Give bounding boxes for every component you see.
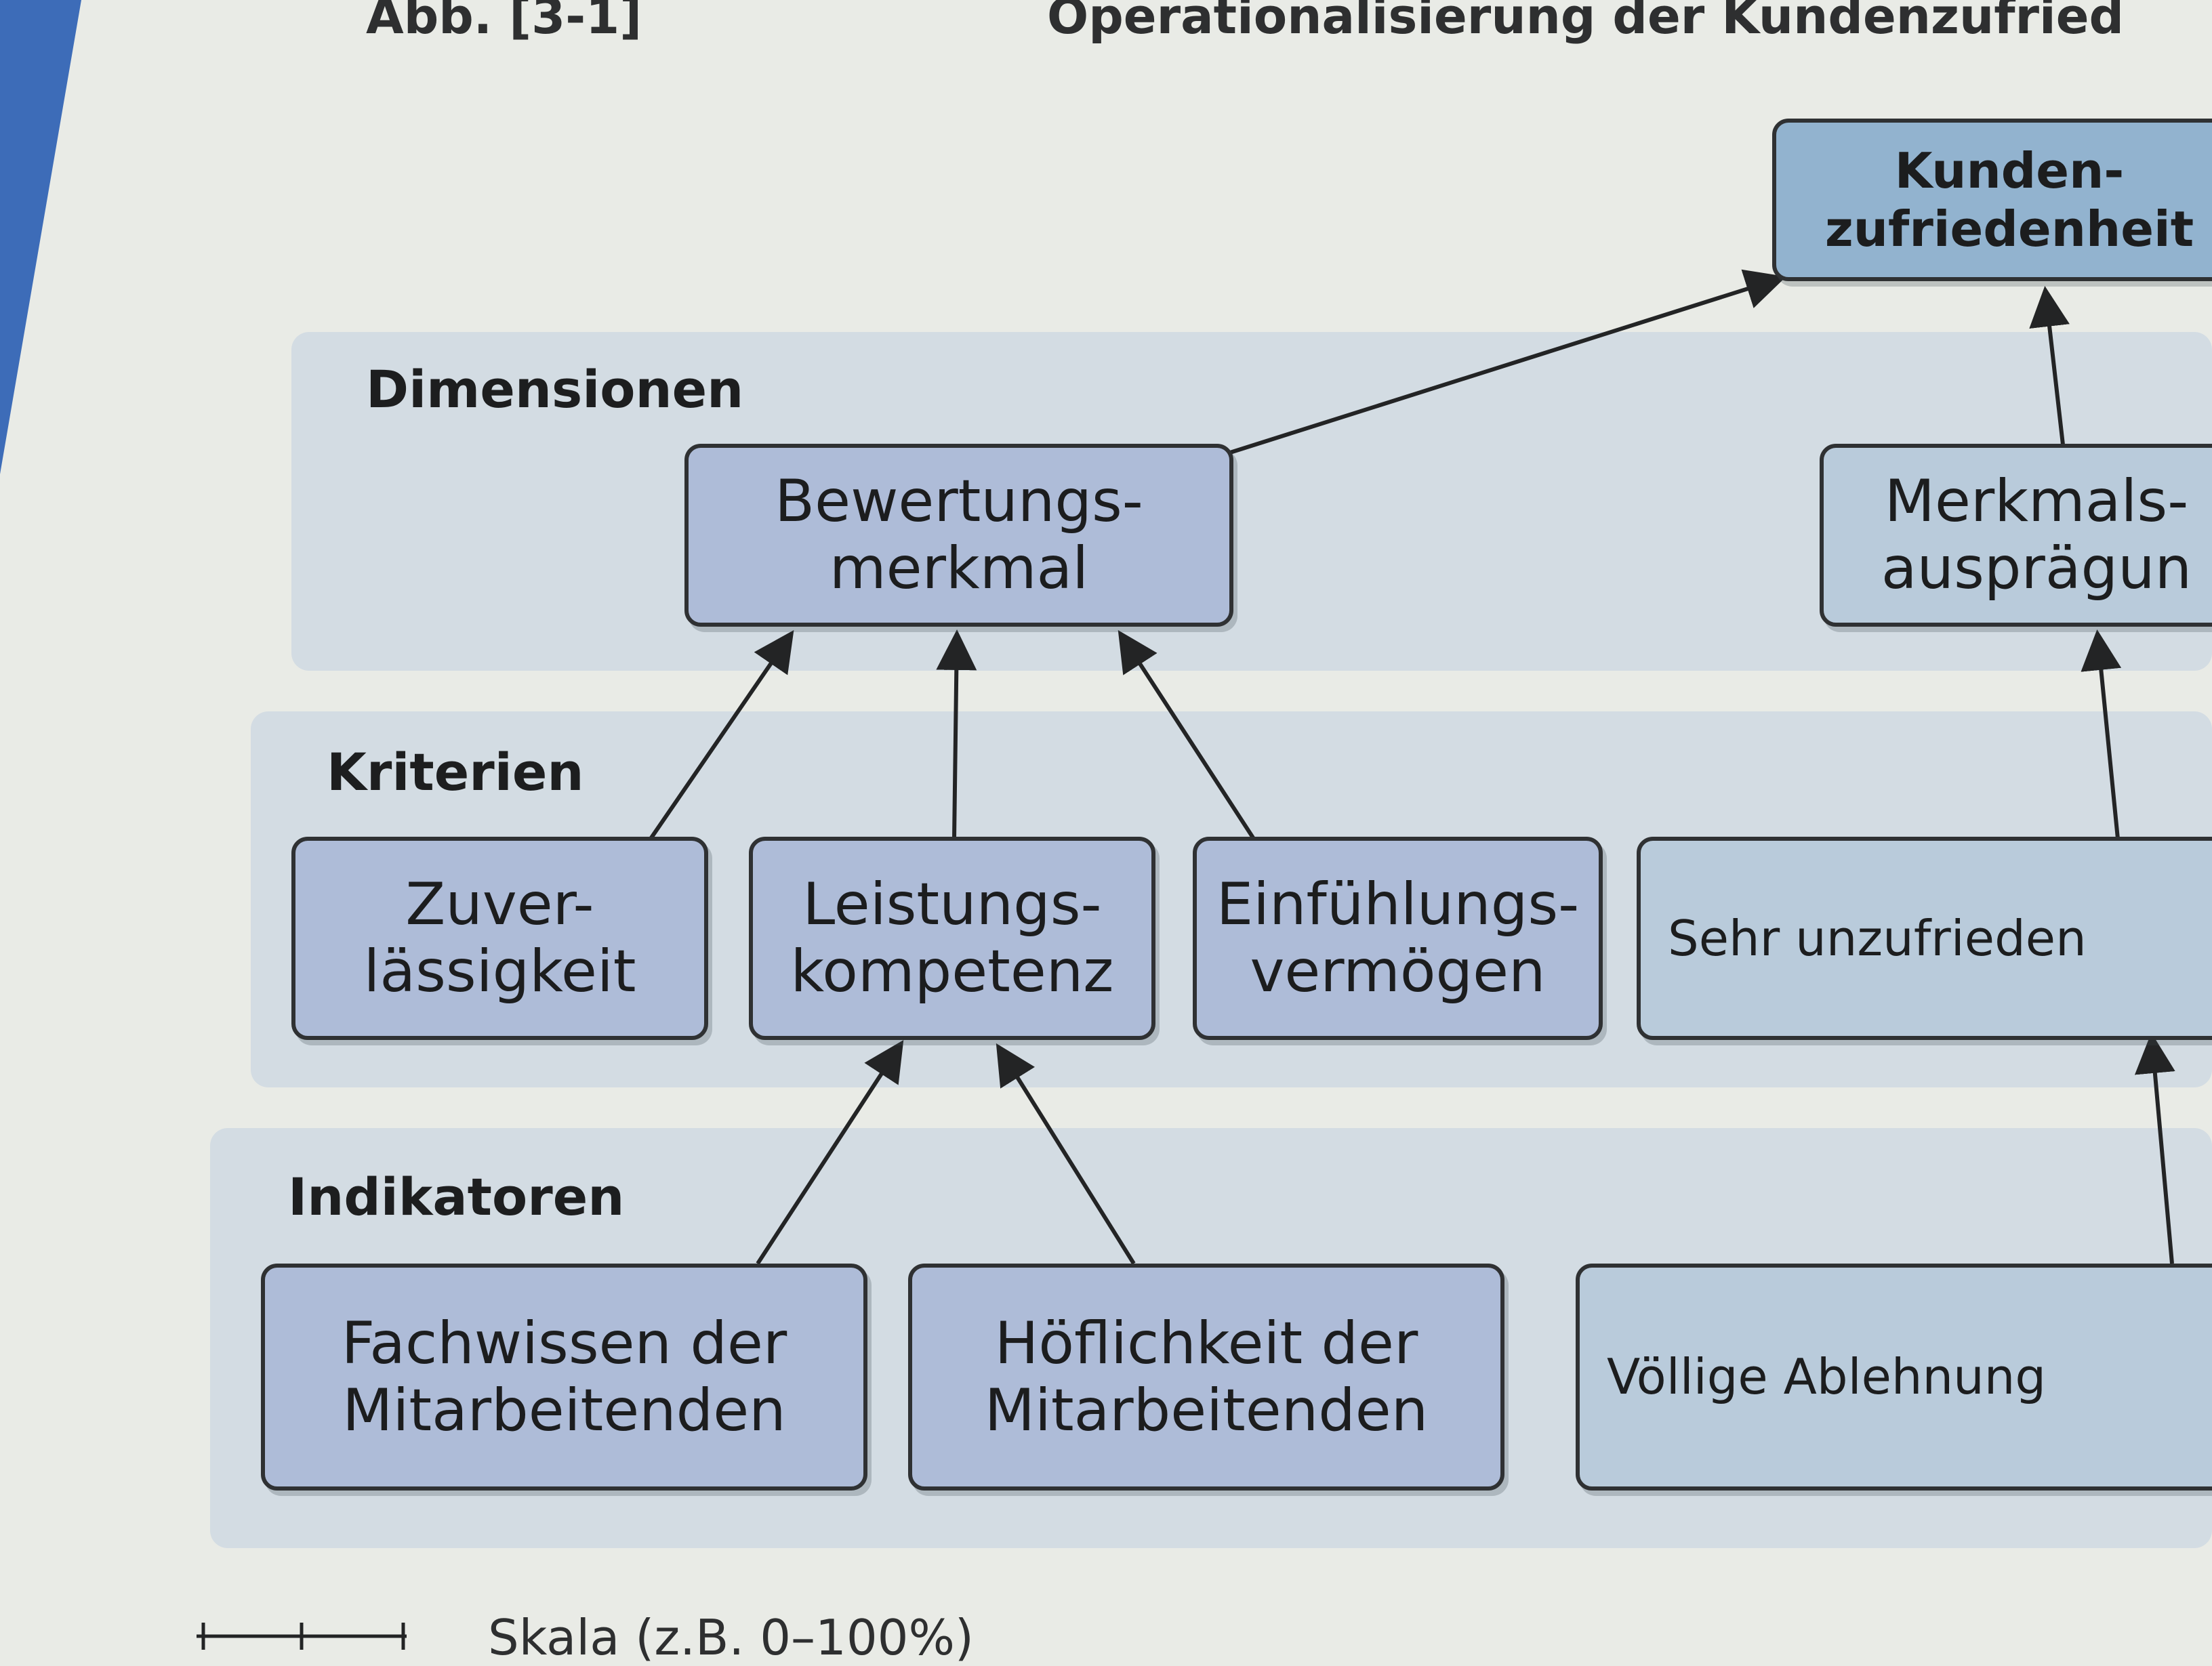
label-indikatoren: Indikatoren xyxy=(288,1167,625,1227)
arrow-einfuehlung-to-bewertung xyxy=(1118,629,1256,840)
node-sehr-unzufrieden: Sehr unzufrieden xyxy=(1637,837,2212,1040)
arrow-voellige-to-sehr xyxy=(2134,1033,2175,1264)
arrow-zuver-to-bewertung xyxy=(649,630,794,840)
label-dimensionen: Dimensionen xyxy=(366,359,744,419)
arrow-merkmals-to-kunden xyxy=(2029,286,2070,451)
arrow-hoeflichkeit-to-leistung xyxy=(996,1043,1136,1265)
arrow-bewertung-to-kunden xyxy=(1229,269,1786,455)
figure-title: Operationalisierung der Kundenzufried xyxy=(1047,0,2125,45)
node-hoeflichkeit: Höflichkeit der Mitarbeitenden xyxy=(908,1264,1504,1491)
legend-scale-label: Skala (z.B. 0–100%) xyxy=(488,1609,974,1666)
arrow-leistung-to-bewertung xyxy=(936,629,977,839)
node-leistungskompetenz: Leistungs- kompetenz xyxy=(749,837,1155,1040)
node-kundenzufriedenheit: Kunden- zufriedenheit xyxy=(1772,119,2212,281)
node-merkmalsauspraegung: Merkmals- ausprägun xyxy=(1820,444,2212,627)
node-zuverlaessigkeit: Zuver- lässigkeit xyxy=(291,837,708,1040)
node-einfuehlungsvermoegen: Einfühlungs- vermögen xyxy=(1193,837,1603,1040)
figure-number: Abb. [3-1] xyxy=(366,0,642,45)
node-bewertungsmerkmal: Bewertungs- merkmal xyxy=(684,444,1233,627)
arrow-fachwissen-to-leistung xyxy=(756,1039,904,1265)
node-voellige-ablehnung: Völlige Ablehnung xyxy=(1576,1264,2212,1491)
label-kriterien: Kriterien xyxy=(327,742,584,802)
node-fachwissen: Fachwissen der Mitarbeitenden xyxy=(261,1264,867,1491)
arrow-sehr-to-merkmals xyxy=(2081,629,2122,839)
